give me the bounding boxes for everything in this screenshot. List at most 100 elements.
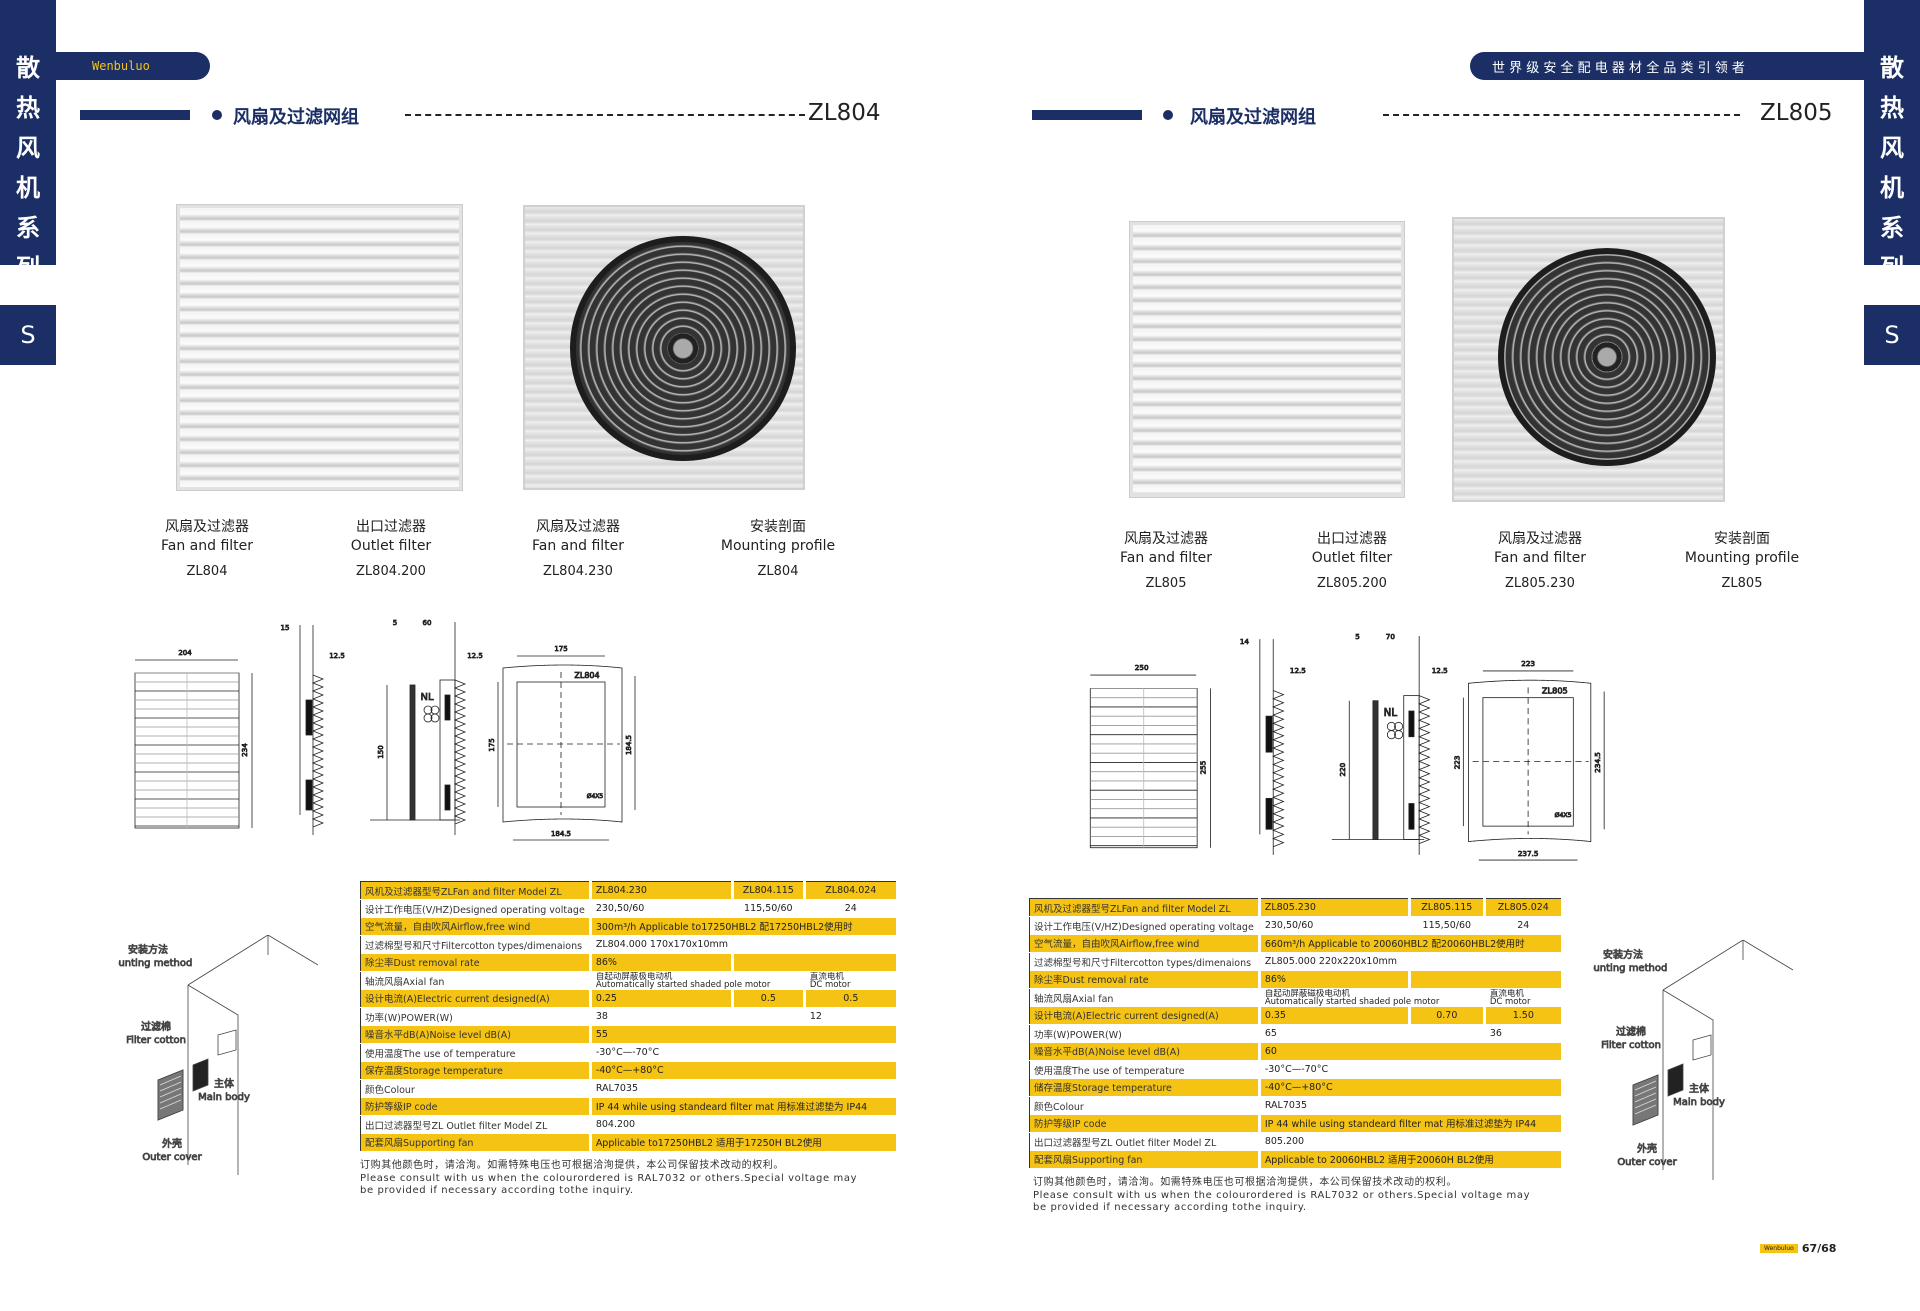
section-letter-left: S xyxy=(0,305,56,365)
side-tab-left: 散热风机系列 xyxy=(0,0,56,282)
table-row: 噪音水平dB(A)Noise level dB(A)55 xyxy=(360,1025,899,1044)
product-caption: 风扇及过滤器 Fan and filter ZL804.230 xyxy=(488,518,668,581)
fan-guard-icon xyxy=(1497,247,1717,466)
spec-value: ZL805.230 xyxy=(1259,898,1411,917)
caption-model: ZL804 xyxy=(757,564,799,579)
dimension-label: 70 xyxy=(1386,632,1396,641)
section-title: 风扇及过滤网组 xyxy=(233,107,359,128)
outlet-filter-photo xyxy=(1130,222,1404,497)
spec-label: 噪音水平dB(A)Noise level dB(A) xyxy=(360,1025,592,1044)
spec-value xyxy=(732,953,899,972)
spec-value: 804.200 xyxy=(590,1115,899,1134)
spec-label: 功率(W)POWER(W) xyxy=(360,1007,592,1026)
filter-cotton-label: Filter cotton xyxy=(1601,1040,1661,1051)
spec-value: 230,50/60 xyxy=(1259,916,1411,935)
section-model: ZL804 xyxy=(808,100,881,126)
outer-cover-label: Outer cover xyxy=(142,1152,202,1163)
main-body-label: Main body xyxy=(1673,1097,1725,1108)
product-caption: 风扇及过滤器 Fan and filter ZL805.230 xyxy=(1450,530,1630,593)
mounting-method-label: 安装方法 xyxy=(128,943,168,956)
product-caption: 风扇及过滤器 Fan and filter ZL804 xyxy=(117,518,297,581)
caption-model: ZL805 xyxy=(1145,576,1187,591)
spec-value: Applicable to17250HBL2 适用于17250H BL2使用 xyxy=(590,1133,899,1152)
spec-value: Applicable to 20060HBL2 适用于20060H BL2使用 xyxy=(1259,1150,1564,1169)
heading-bullet xyxy=(1163,110,1173,120)
spec-label: 空气流量，自由吹风Airflow,free wind xyxy=(1029,934,1261,953)
dimension-label: 12.5 xyxy=(467,652,483,660)
note-line: be provided if necessary according tothe… xyxy=(1033,1202,1307,1213)
dimension-label: NL xyxy=(1384,707,1398,719)
dimension-label: ZL805 xyxy=(1542,686,1568,696)
spec-value: 0.25 xyxy=(590,989,734,1008)
dimension-label: 12.5 xyxy=(1432,666,1448,675)
mounting-method-label: 安装方法 xyxy=(1603,948,1643,961)
dimension-label: NL xyxy=(420,692,433,703)
spec-label: 防护等级IP code xyxy=(1029,1114,1261,1133)
fan-filter-photo xyxy=(1452,217,1725,502)
spec-label: 过滤棉型号和尺寸Filtercotton types/dimenaions xyxy=(1029,952,1261,971)
table-row: 储存温度Storage temperature-40°C—+80°C xyxy=(1029,1078,1564,1097)
dimension-label: 234.5 xyxy=(1593,752,1602,773)
outer-cover-label: 外壳 xyxy=(1637,1142,1657,1155)
filter-cotton-label: 过滤棉 xyxy=(1616,1025,1646,1038)
spec-value: RAL7035 xyxy=(590,1079,899,1098)
heading-bar xyxy=(1032,110,1142,120)
brand-pill: Wenbuluo xyxy=(56,52,210,80)
spec-value: 60 xyxy=(1259,1042,1564,1061)
spec-label: 储存温度Storage temperature xyxy=(1029,1078,1261,1097)
footer: Wenbuluo 67/68 xyxy=(1760,1242,1836,1255)
spec-label: 除尘率Dust removal rate xyxy=(360,953,592,972)
caption-en: Fan and filter xyxy=(1493,550,1587,566)
spec-label: 颜色Colour xyxy=(1029,1096,1261,1115)
spec-label: 配套风扇Supporting fan xyxy=(1029,1150,1261,1169)
mounting-method-label: Mounting method xyxy=(1593,963,1667,974)
caption-cn: 风扇及过滤器 xyxy=(165,519,249,535)
spec-value: 1.50 xyxy=(1484,1006,1564,1025)
spec-label: 保存温度Storage temperature xyxy=(360,1061,592,1080)
note-line: 订购其他颜色时，请洽洵。如需特殊电压也可根据洽洵提供，本公司保留技术改动的权利。 xyxy=(1033,1177,1457,1188)
spec-label: 轴流风扇Axial fan xyxy=(360,971,592,990)
dimension-label: 234 xyxy=(241,743,249,757)
caption-model: ZL804.200 xyxy=(356,564,426,579)
caption-cn: 风扇及过滤器 xyxy=(1498,531,1582,547)
caption-cn: 风扇及过滤器 xyxy=(1124,531,1208,547)
caption-en: Fan and filter xyxy=(1119,550,1213,566)
side-tab-char: 风 xyxy=(1880,134,1904,162)
section-title: 风扇及过滤网组 xyxy=(1190,107,1316,128)
outlet-filter-photo xyxy=(177,205,462,490)
product-caption: 安装剖面 Mounting profile ZL804 xyxy=(688,518,868,581)
side-tab-char: 系 xyxy=(16,214,40,242)
spec-value: 0.5 xyxy=(732,989,806,1008)
note-line: be provided if necessary according tothe… xyxy=(360,1185,634,1196)
spec-value: 55 xyxy=(590,1025,899,1044)
caption-en: Outlet filter xyxy=(350,538,432,554)
spec-label: 使用温度The use of temperature xyxy=(360,1043,592,1062)
dimension-label: 175 xyxy=(554,645,567,653)
slogan: 世 界 级 安 全 配 电 器 材 全 品 类 引 领 者 xyxy=(1492,60,1745,76)
spec-value: -30°C—-70°C xyxy=(590,1043,899,1062)
caption-en: Outlet filter xyxy=(1311,550,1393,566)
caption-model: ZL804.230 xyxy=(543,564,613,579)
dimension-label: 14 xyxy=(1240,637,1250,646)
heading-dashes xyxy=(405,114,805,116)
caption-model: ZL805 xyxy=(1721,576,1763,591)
dimension-label: 204 xyxy=(178,649,192,657)
caption-cn: 出口过滤器 xyxy=(356,519,426,535)
